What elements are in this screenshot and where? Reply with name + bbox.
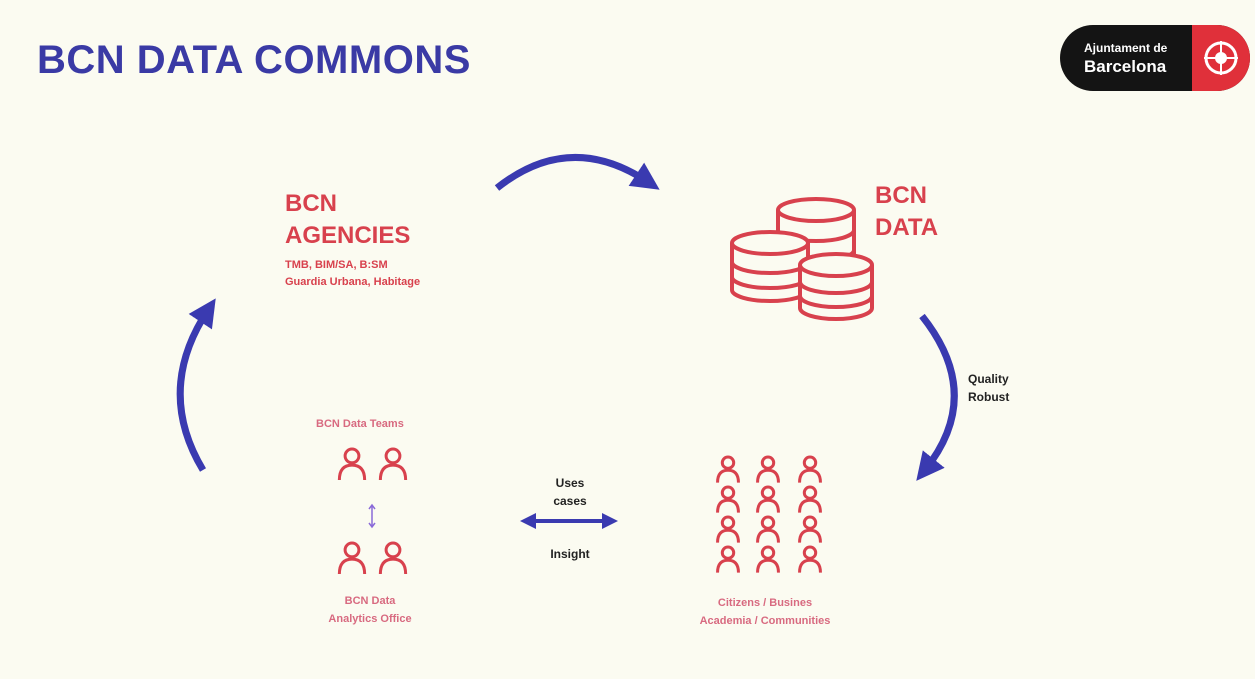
quality-label: Quality <box>968 372 1009 386</box>
person-icon <box>716 455 740 483</box>
analytics-office-label: BCN Data Analytics Office <box>320 592 420 628</box>
agencies-title-line2: AGENCIES <box>285 222 411 249</box>
robust-label: Robust <box>968 390 1010 404</box>
data-title-line1: BCN <box>875 182 927 209</box>
citizens-line1: Citizens / Busines <box>717 597 813 609</box>
uses-cases-label: Uses cases <box>530 474 610 510</box>
quality-robust-label: Quality Robust <box>968 370 1009 406</box>
agencies-title-line1: BCN <box>285 190 337 217</box>
person-icon <box>716 545 740 573</box>
person-icon <box>378 541 408 575</box>
agencies-sub-line1: TMB, BIM/SA, B:SM <box>285 259 388 271</box>
office-line1: BCN Data <box>344 595 396 607</box>
person-icon <box>337 541 367 575</box>
insight-label: Insight <box>550 547 590 561</box>
uses-line: Uses <box>555 476 585 490</box>
arrow-agencies-to-data <box>494 154 660 191</box>
person-icon <box>798 515 822 543</box>
citizens-label: Citizens / Busines Academia / Communitie… <box>660 594 870 630</box>
person-icon <box>716 515 740 543</box>
office-line2: Analytics Office <box>328 613 412 625</box>
citizens-line2: Academia / Communities <box>699 615 831 627</box>
person-icon <box>756 455 780 483</box>
data-teams-title: BCN Data Teams <box>316 418 404 430</box>
teams-link-icon <box>368 503 376 529</box>
person-icon <box>756 485 780 513</box>
page-title: BCN DATA COMMONS <box>37 38 471 82</box>
arrow-data-to-citizens <box>916 313 958 481</box>
person-icon <box>337 447 367 481</box>
arrow-to-agencies <box>176 298 216 472</box>
barcelona-logo: Ajuntament de Barcelona <box>1060 25 1250 91</box>
cases-line: cases <box>553 494 587 508</box>
agencies-title: BCN AGENCIES <box>285 188 410 252</box>
person-icon <box>798 485 822 513</box>
person-icon <box>756 515 780 543</box>
data-title-line2: DATA <box>875 214 939 241</box>
logo-text-line1: Ajuntament de <box>1084 41 1168 55</box>
agencies-subtitle: TMB, BIM/SA, B:SM Guardia Urbana, Habita… <box>285 257 420 291</box>
person-icon <box>798 455 822 483</box>
logo-text-line2: Barcelona <box>1084 57 1167 76</box>
person-icon <box>756 545 780 573</box>
barcelona-seal-icon <box>1192 25 1250 91</box>
person-icon <box>716 485 740 513</box>
person-icon <box>378 447 408 481</box>
agencies-sub-line2: Guardia Urbana, Habitage <box>285 276 421 288</box>
person-icon <box>798 545 822 573</box>
data-title: BCN DATA <box>875 180 938 244</box>
